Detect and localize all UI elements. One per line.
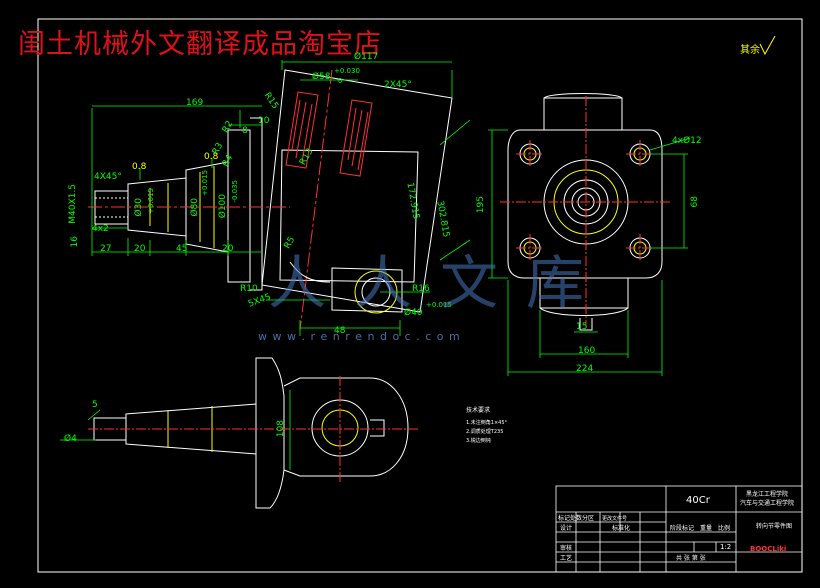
dim-4x2: 4x2 [92,224,109,234]
tol-58-lower: 0 [338,77,343,85]
body-outline [261,69,453,313]
dim-r16: R16 [412,284,430,294]
roughness-symbol [759,35,776,56]
tb-weight: 重量 [700,525,713,532]
dim-4x12: 4xØ12 [672,136,702,146]
tb-stage-mark: 阶段标记 [670,525,695,532]
renrendoc-watermark-logo: 人人文库 [268,249,613,317]
side-view [488,93,691,376]
title-block [555,485,803,573]
roughness-08-b: 0.8 [204,152,219,162]
dim-169: 169 [186,98,204,108]
notes-item-1: 1.未注倒角1×45° [466,420,508,426]
dim-108: 108 [276,420,286,438]
tol-b: +0.015 [201,170,209,196]
shop-watermark: 闺土机械外文翻译成品淘宝店 [18,29,382,60]
dim-4-small: Ø4 [64,434,77,444]
dim-r10: R10 [240,284,258,294]
dim-40: Ø40 [404,308,423,318]
tb-standardize: 标准化 [612,525,631,532]
tb-scale-label: 比例 [718,525,731,532]
tb-design: 设计 [560,525,573,532]
tb-review: 审核 [560,545,573,552]
roughness-note: 其余 [740,45,760,56]
tol-58-upper: +0.030 [334,67,360,75]
dim-224: 224 [576,364,594,374]
main-view [88,60,471,336]
tol-40: +0.015 [426,301,452,309]
dim-10: 10 [258,116,270,126]
lower-eye [331,267,403,313]
tb-logo: BOOCLiki [750,545,787,553]
dim-58: Ø58 [312,72,331,82]
dim-48: 48 [334,326,346,336]
dim-27: 27 [100,244,112,254]
dim-20a: 20 [134,244,146,254]
notes-title: 技术要求 [466,407,491,414]
tol-a: +0.015 [147,188,155,214]
dim-5: 5 [92,400,98,410]
dim-117: Ø117 [354,52,379,62]
dim-68: 68 [690,196,700,208]
roughness-08-a: 0.8 [132,162,147,172]
tb-dept: 汽车与交通工程学院 [740,500,795,507]
renrendoc-watermark-url: w w w . r e n r e n d o c . c o m [258,330,461,343]
dim-chamfer-top: 2X45° [384,80,412,90]
tb-process: 工艺 [560,555,573,562]
tb-mark-row: 标记处数分区 [558,515,595,522]
side-flange [507,129,663,279]
bottom-view [60,357,420,509]
tb-scale: 1:2 [720,543,732,551]
flange [227,129,251,283]
drawing-border [37,18,803,573]
tb-material: 40Cr [686,495,710,506]
tb-sheet: 共 张 第 张 [676,555,706,562]
dim-195: 195 [476,196,486,214]
dim-15: 15 [576,322,588,332]
notes-item-2: 2.调质处理T235 [466,429,504,435]
dim-8: 8 [242,126,248,136]
bore-hatch [285,91,319,169]
dim-45: 45 [176,244,188,254]
dim-20b: 20 [222,244,234,254]
dim-80: Ø80 [190,198,200,217]
notes-item-3: 3.锐边倒钝 [466,438,491,444]
dim-30: Ø30 [134,198,144,217]
dim-chamfer-left: 4X45° [94,172,122,182]
tb-school: 黑龙江工程学院 [746,491,789,498]
side-boss-top [543,97,623,131]
dim-160: 160 [578,346,596,356]
tb-change-doc: 更改文件号 [602,516,628,522]
dim-m40: M40X1.5 [68,184,78,224]
tol-c: -0.035 [231,180,239,203]
dim-16: 16 [70,236,80,248]
tb-part-name: 转向节零件图 [756,523,793,530]
dim-100: Ø100 [218,194,228,219]
